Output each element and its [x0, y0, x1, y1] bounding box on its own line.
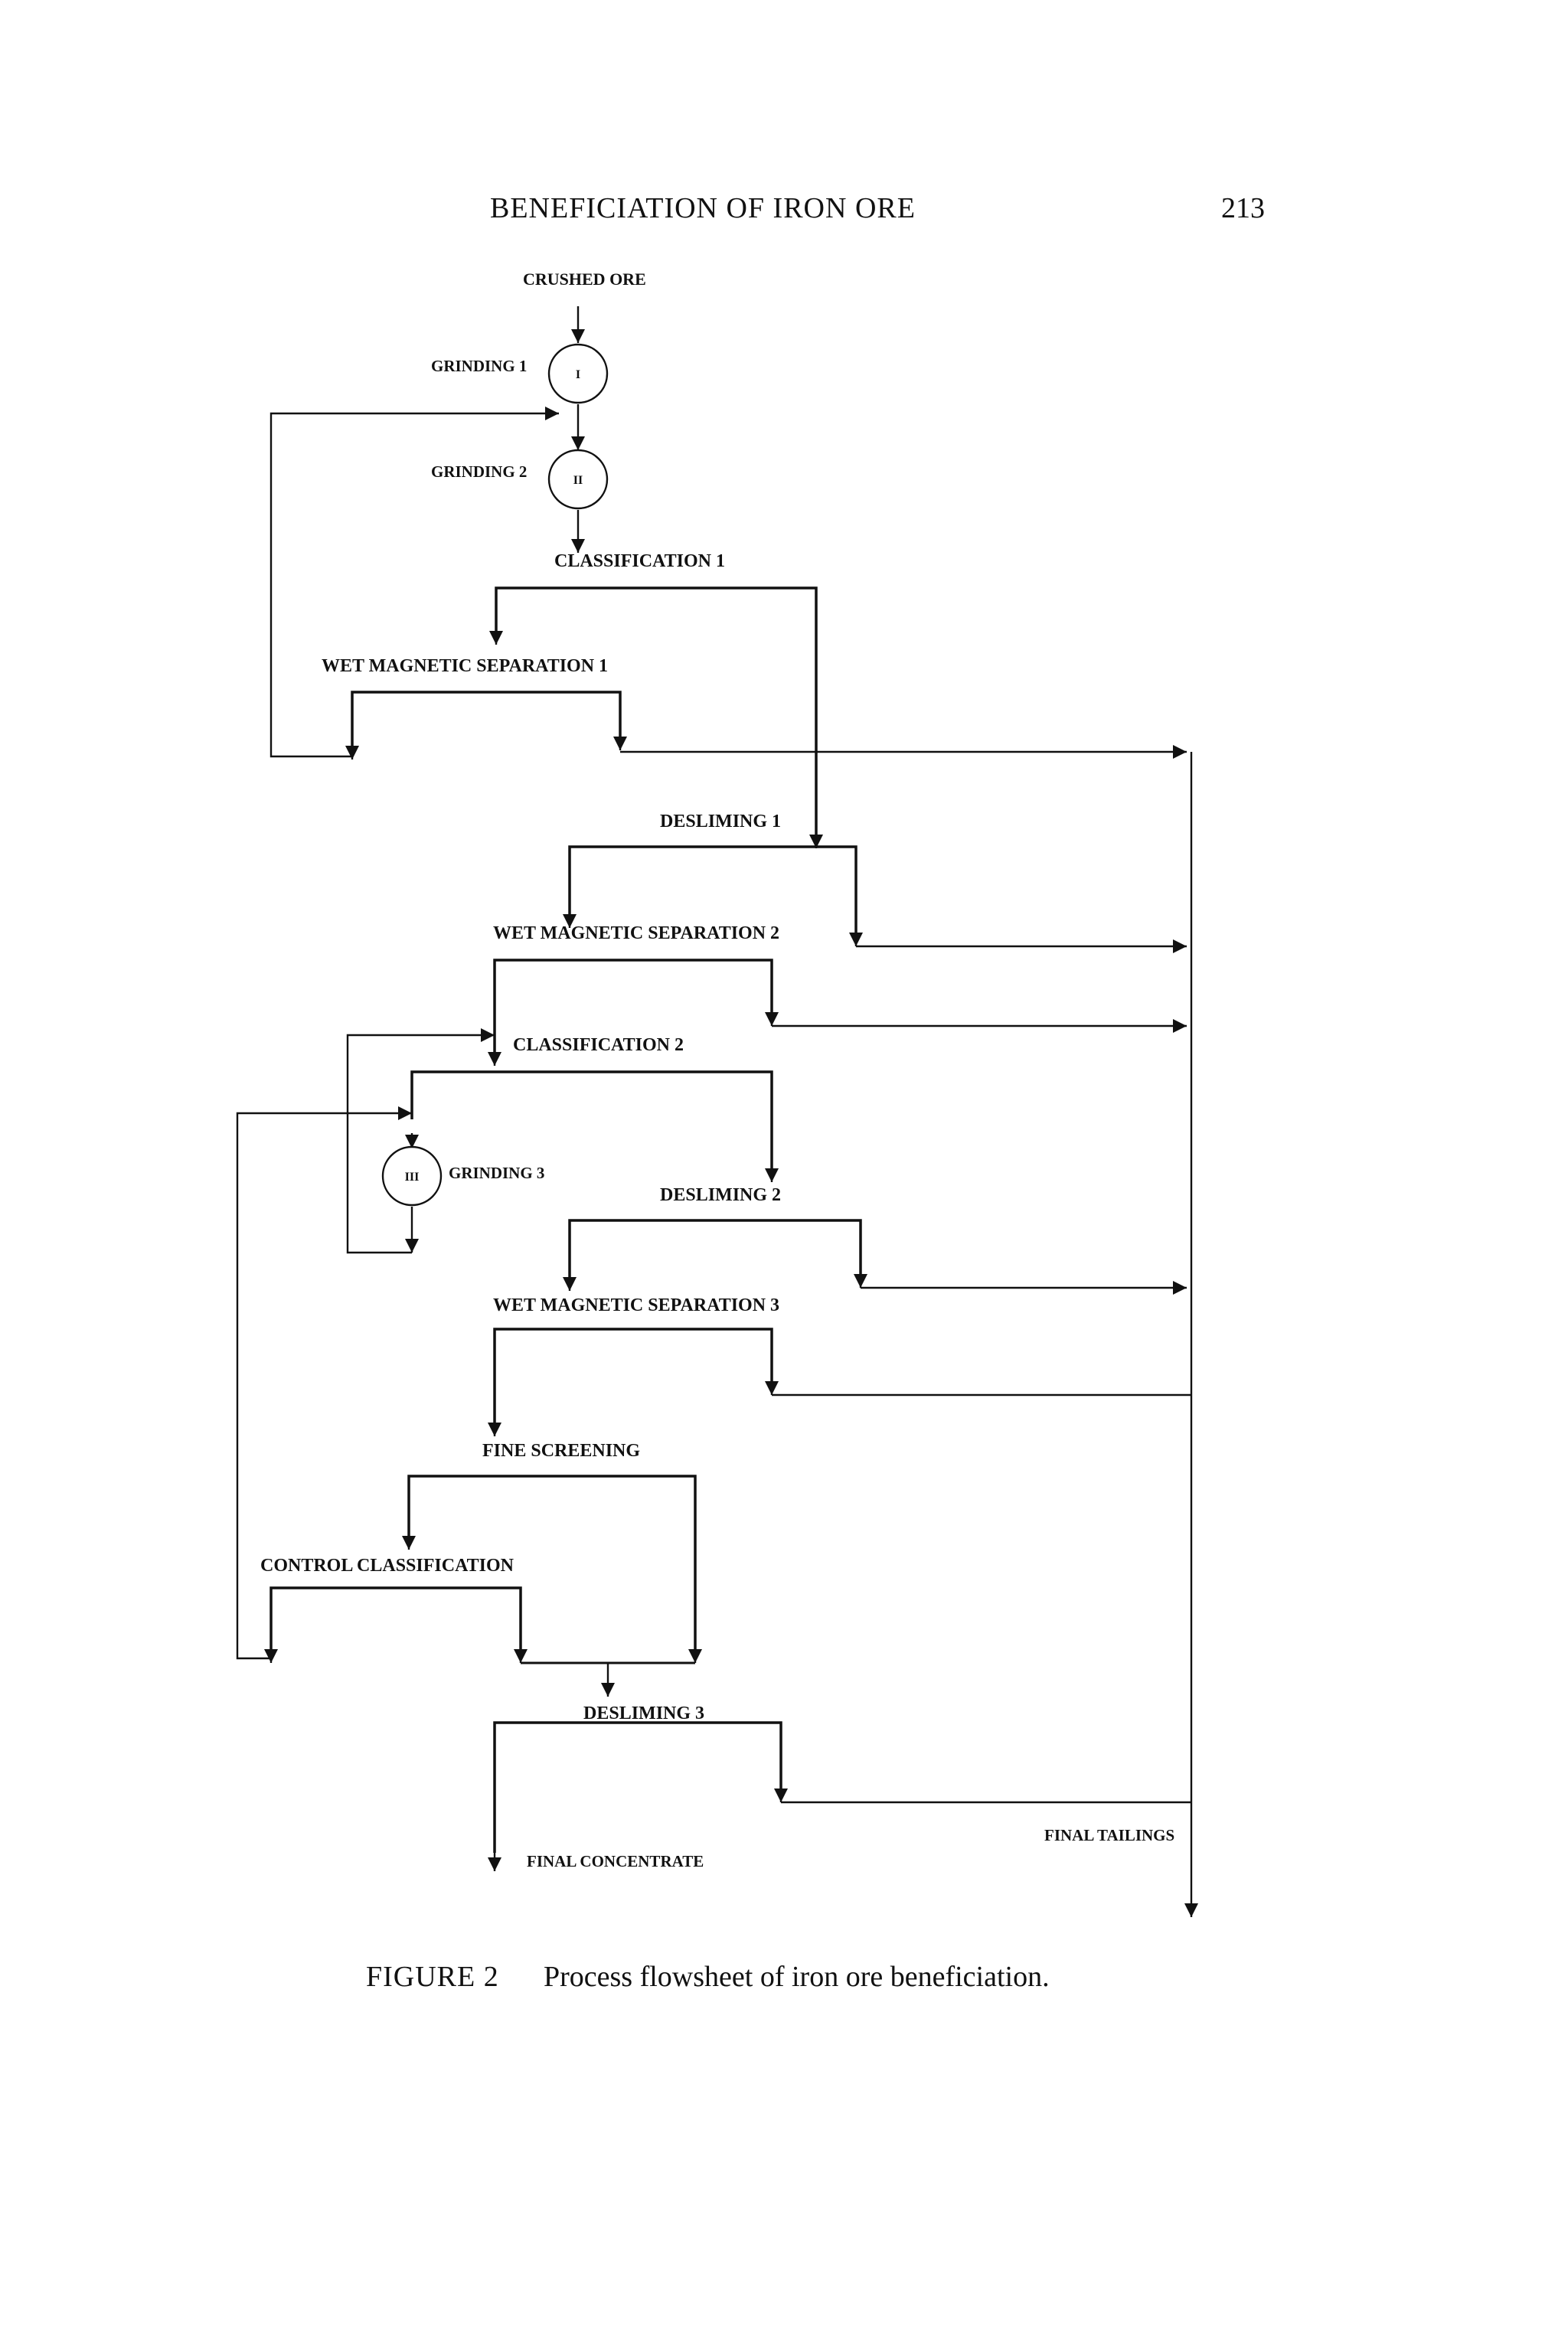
- label-control-classification: CONTROL CLASSIFICATION: [260, 1556, 514, 1576]
- wms3-splitter: [493, 1328, 773, 1432]
- label-desliming-3: DESLIMING 3: [583, 1704, 704, 1723]
- grinding-mills: [381, 343, 609, 1207]
- mill-1-symbol: I: [576, 368, 580, 381]
- grinding-mill-1: [547, 343, 609, 404]
- fs-splitter: [407, 1475, 697, 1658]
- figure-label: FIGURE 2: [366, 1961, 499, 1993]
- desl1-splitter: [568, 845, 858, 943]
- label-grinding-2: GRINDING 2: [431, 462, 527, 481]
- page-number: 213: [1221, 192, 1265, 224]
- label-final-tailings: FINAL TAILINGS: [1044, 1826, 1174, 1844]
- label-grinding-1: GRINDING 1: [431, 357, 527, 375]
- wms2-splitter: [493, 959, 773, 1061]
- label-final-concentrate: FINAL CONCENTRATE: [527, 1852, 704, 1870]
- flow-labels: CRUSHED ORE GRINDING 1 I GRINDING 2 II C…: [260, 270, 1174, 1870]
- grinding-mill-3: [381, 1145, 443, 1207]
- label-classification-2: CLASSIFICATION 2: [513, 1035, 684, 1055]
- mill-2-symbol: II: [573, 474, 583, 487]
- figure-caption-text: Process flowsheet of iron ore beneficiat…: [544, 1961, 1050, 1993]
- label-classification-1: CLASSIFICATION 1: [554, 551, 725, 571]
- label-wet-magnetic-separation-3: WET MAGNETIC SEPARATION 3: [493, 1295, 779, 1315]
- wms1-splitter: [351, 691, 622, 756]
- label-fine-screening: FINE SCREENING: [482, 1441, 640, 1461]
- running-head: BENEFICIATION OF IRON ORE 213: [0, 191, 1568, 237]
- label-desliming-1: DESLIMING 1: [660, 812, 781, 831]
- running-title: BENEFICIATION OF IRON ORE: [490, 192, 916, 224]
- label-wet-magnetic-separation-2: WET MAGNETIC SEPARATION 2: [493, 923, 779, 943]
- grinding-mill-2: [547, 449, 609, 510]
- recycle-wms1-g2: [270, 407, 559, 758]
- label-grinding-3: GRINDING 3: [449, 1164, 544, 1182]
- label-desliming-2: DESLIMING 2: [660, 1185, 781, 1205]
- ctrl-splitter: [270, 1586, 522, 1658]
- desl3-splitter: [493, 1721, 782, 1853]
- label-wet-magnetic-separation-1: WET MAGNETIC SEPARATION 1: [322, 656, 608, 676]
- cl1-splitter: [495, 586, 818, 847]
- ctrl-recycle-g3: [236, 1106, 412, 1660]
- desl2-splitter: [568, 1219, 862, 1286]
- label-crushed-ore: CRUSHED ORE: [523, 270, 646, 289]
- cl2-splitter: [410, 1070, 773, 1178]
- mill-3-symbol: III: [405, 1171, 420, 1184]
- flow-lines: [236, 306, 1198, 1917]
- g3-recycle-cl2: [346, 1028, 495, 1254]
